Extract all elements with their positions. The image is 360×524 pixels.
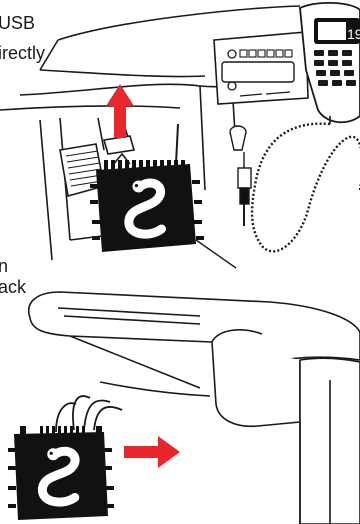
mic-display-digits: 19 bbox=[347, 26, 360, 42]
microphone-handset: 19 bbox=[300, 3, 360, 124]
dash-radio bbox=[214, 32, 308, 104]
coiled-cord bbox=[252, 124, 360, 252]
arrow-up-icon bbox=[106, 84, 134, 138]
lighter-socket bbox=[230, 126, 246, 150]
plug-connector bbox=[238, 152, 251, 226]
cobra-device-bottom bbox=[8, 396, 122, 520]
arrow-right-icon bbox=[124, 436, 180, 468]
